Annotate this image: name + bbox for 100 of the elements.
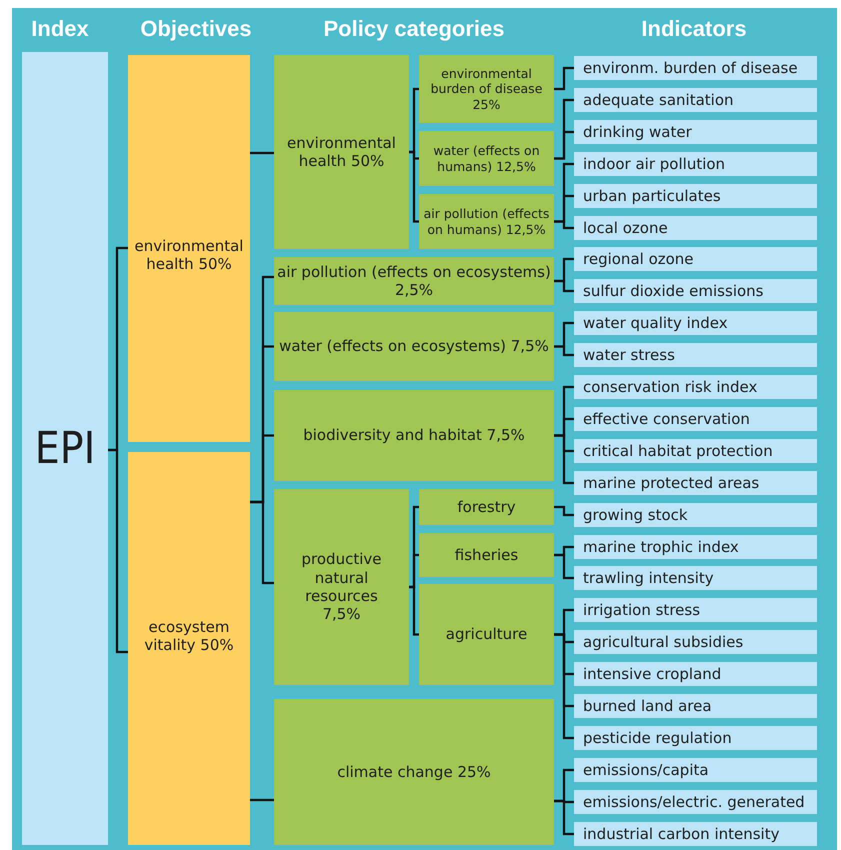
index-label: EPI <box>34 422 96 476</box>
objective-box <box>128 452 250 845</box>
category-box <box>274 699 554 845</box>
connector-line <box>250 798 274 802</box>
category-box <box>419 194 554 249</box>
node-label: productive natural resources 7,5% <box>300 550 382 624</box>
node-label: indoor air pollution <box>583 154 726 174</box>
node-label: burned land area <box>583 696 712 716</box>
category-box <box>274 55 409 249</box>
node-label: critical habitat protection <box>583 442 773 460</box>
indicator-box <box>574 503 817 527</box>
node-label: sulfur dioxide emissions <box>583 282 764 300</box>
node-label: ecosystem vitality 50% <box>143 618 235 655</box>
node-label: drinking water <box>583 122 692 142</box>
column-heading: Objectives <box>139 15 253 43</box>
connector-line <box>554 66 574 90</box>
node-label: growing stock <box>583 506 688 524</box>
connector-line <box>554 280 574 292</box>
indicator-box <box>574 471 817 495</box>
column-heading: Policy categories <box>322 15 506 43</box>
node-label: regional ozone <box>583 250 694 268</box>
node-label: pesticide regulation <box>583 728 732 748</box>
indicator-box <box>574 662 817 686</box>
connector-line <box>409 586 419 636</box>
node-label: climate change 25% <box>337 762 491 782</box>
indicator-box <box>574 343 817 367</box>
node-label: agricultural subsidies <box>583 632 744 652</box>
node-label: fisheries <box>454 546 518 564</box>
indicator-box <box>574 790 817 814</box>
indicator-box <box>574 311 817 335</box>
node-label: adequate sanitation <box>583 90 734 110</box>
connector-line <box>409 150 419 223</box>
indicator-box <box>574 184 817 208</box>
category-box <box>419 584 554 685</box>
connector-line <box>554 345 574 356</box>
indicator-box <box>574 56 817 80</box>
indicator-box <box>574 535 817 559</box>
node-label: urban particulates <box>583 186 721 206</box>
category-box <box>274 312 554 381</box>
node-label: local ozone <box>583 218 668 238</box>
connector-line <box>250 152 274 154</box>
indicator-box <box>574 216 817 240</box>
connector-line <box>554 554 574 580</box>
node-label: intensive cropland <box>583 664 722 684</box>
indicator-box <box>574 120 817 144</box>
connector-line <box>554 434 574 484</box>
connector-line <box>554 130 574 160</box>
node-label: air pollution (effects on humans) 12,5% <box>422 206 550 237</box>
node-label: environmental burden of disease 25% <box>430 66 544 112</box>
node-label: forestry <box>457 498 516 516</box>
indicator-box <box>574 598 817 622</box>
node-label: conservation risk index <box>583 378 758 396</box>
connector-line <box>554 633 574 740</box>
connector-line <box>250 500 274 584</box>
column-heading: Index <box>30 15 90 43</box>
category-box <box>419 489 554 525</box>
index-box <box>22 52 108 845</box>
indicator-box <box>574 247 817 271</box>
node-label: irrigation stress <box>583 600 700 620</box>
indicator-box <box>574 407 817 431</box>
node-label: water (effects on humans) 12,5% <box>432 143 541 174</box>
indicator-box <box>574 152 817 176</box>
node-label: environmental health 50% <box>286 134 397 170</box>
node-label: water (effects on ecosystems) 7,5% <box>279 337 549 356</box>
node-label: effective conservation <box>583 410 750 428</box>
category-box <box>274 257 554 305</box>
node-label: air pollution (effects on ecosystems) 2,5% <box>276 262 552 300</box>
indicator-box <box>574 88 817 112</box>
node-label: environm. burden of disease <box>583 58 798 78</box>
connector-line <box>554 800 574 836</box>
category-box <box>419 131 554 186</box>
node-label: marine trophic index <box>583 538 739 556</box>
objective-box <box>128 55 250 442</box>
node-label: industrial carbon intensity <box>583 824 780 844</box>
node-label: water stress <box>583 346 675 364</box>
category-box <box>419 533 554 577</box>
node-label: emissions/capita <box>583 760 709 780</box>
connector-line <box>108 448 128 654</box>
indicator-box <box>574 822 817 846</box>
node-label: agriculture <box>446 625 528 644</box>
category-box <box>274 489 409 685</box>
indicator-box <box>574 694 817 718</box>
connector-line <box>554 220 574 230</box>
node-label: marine protected areas <box>583 474 760 492</box>
indicator-box <box>574 758 817 782</box>
node-label: trawling intensity <box>583 568 714 588</box>
indicator-box <box>574 439 817 463</box>
indicator-box <box>574 726 817 750</box>
node-label: emissions/electric. generated <box>583 792 805 812</box>
node-label: biodiversity and habitat 7,5% <box>303 426 525 445</box>
category-box <box>419 55 554 123</box>
column-heading: Indicators <box>640 15 748 43</box>
indicator-box <box>574 566 817 590</box>
node-label: environmental health 50% <box>134 237 244 274</box>
indicator-box <box>574 630 817 654</box>
indicator-box <box>574 279 817 303</box>
indicator-box <box>574 375 817 399</box>
category-box <box>274 390 554 481</box>
connector-line <box>554 506 574 516</box>
node-label: water quality index <box>583 314 728 332</box>
